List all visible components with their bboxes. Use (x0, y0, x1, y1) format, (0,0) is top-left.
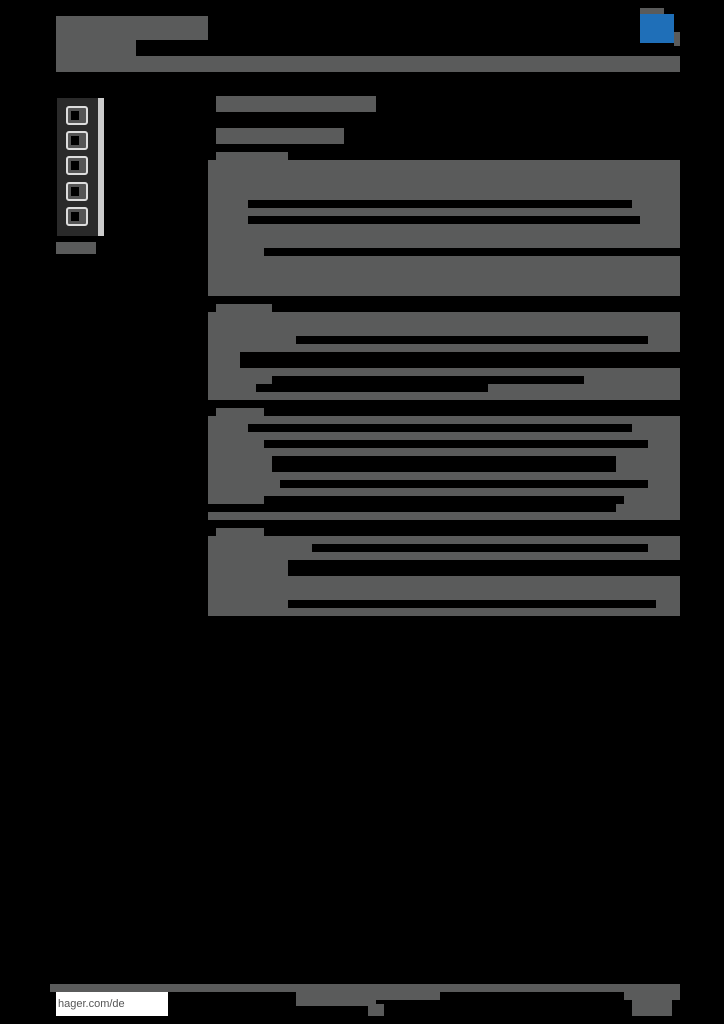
footer-right-block (624, 992, 680, 1000)
socket-icon (66, 182, 88, 201)
socket-icon (66, 131, 88, 150)
row-divider (272, 376, 584, 384)
socket-icon (66, 156, 88, 175)
product-caption (56, 242, 96, 254)
socket-icon (66, 106, 88, 125)
row-divider (248, 424, 632, 432)
header-rule (56, 56, 680, 72)
row-divider (208, 504, 616, 512)
footer-rule (50, 984, 680, 992)
section-label (216, 304, 272, 314)
row-divider (296, 336, 648, 344)
hager-logo-icon (640, 14, 674, 43)
section-label (216, 408, 264, 418)
page-number (368, 1004, 384, 1016)
row-divider (312, 544, 648, 552)
logo-frame (640, 8, 664, 16)
socket-icon (66, 207, 88, 226)
row-divider (264, 440, 648, 448)
page-heading (216, 96, 376, 112)
footer-url-link[interactable]: hager.com/de (56, 992, 168, 1016)
page-subheading (216, 128, 344, 144)
row-divider (248, 216, 640, 224)
row-divider (264, 496, 624, 504)
row-divider (288, 600, 656, 608)
product-image (57, 98, 104, 236)
document-subtitle-block (56, 40, 136, 56)
row-divider (272, 456, 616, 472)
section-label (216, 528, 264, 538)
row-divider (280, 480, 648, 488)
row-divider (256, 384, 488, 392)
document-title-block (56, 16, 208, 40)
spec-table (208, 160, 680, 296)
footer-center-block (296, 992, 440, 1000)
row-divider (248, 200, 632, 208)
row-divider (240, 352, 680, 368)
row-divider (288, 560, 680, 576)
logo-shadow (674, 32, 680, 46)
row-divider (264, 248, 680, 256)
section-label (216, 152, 288, 162)
footer-center-block (296, 998, 376, 1006)
footer-right-block (632, 998, 672, 1016)
